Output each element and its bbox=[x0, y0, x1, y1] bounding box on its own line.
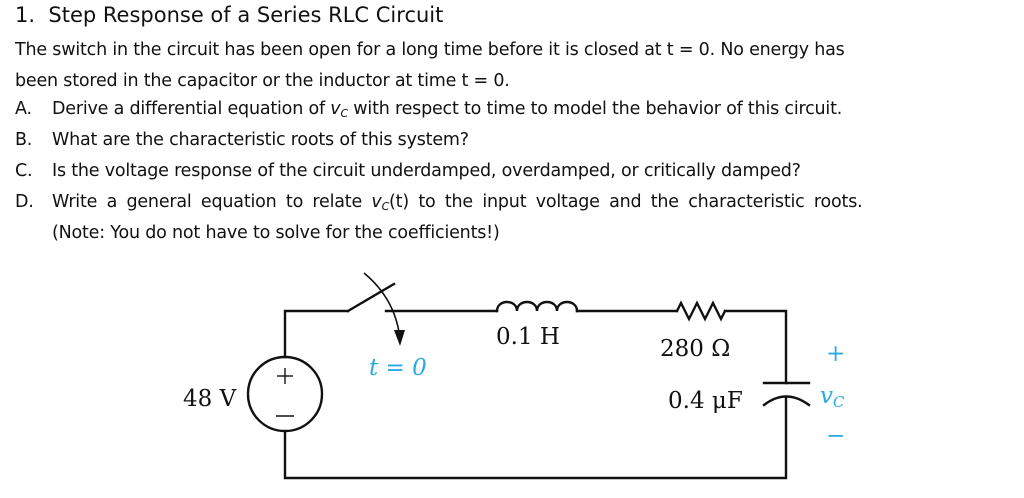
voltage-source-circle bbox=[246, 355, 324, 433]
question-text: Is the voltage response of the circuit u… bbox=[52, 161, 801, 181]
question-label: C. bbox=[15, 161, 33, 181]
question-label: A. bbox=[15, 99, 32, 119]
resistor-zigzag bbox=[675, 300, 727, 322]
wire-left-top bbox=[283, 309, 350, 359]
problem-title-text: Step Response of a Series RLC Circuit bbox=[48, 3, 444, 27]
vc-minus-label: − bbox=[826, 423, 845, 449]
vc-variable: v bbox=[330, 99, 341, 119]
switch-time-label: t = 0 bbox=[369, 355, 427, 381]
vc-label: vC bbox=[820, 383, 845, 411]
question-label: B. bbox=[15, 130, 33, 150]
intro-line-2: been stored in the capacitor or the indu… bbox=[15, 71, 510, 91]
inductor-label: 0.1 H bbox=[496, 324, 560, 350]
vc-plus-label: + bbox=[826, 341, 845, 367]
question-text: What are the characteristic roots of thi… bbox=[52, 130, 469, 150]
resistor-label: 280 Ω bbox=[660, 336, 730, 362]
vc-subscript: C bbox=[381, 200, 390, 213]
question-text-end: with respect to time to model the behavi… bbox=[347, 99, 843, 119]
switch-blade bbox=[346, 282, 396, 313]
problem-number: 1. bbox=[15, 3, 36, 27]
problem-title: 1. Step Response of a Series RLC Circuit bbox=[15, 2, 443, 28]
inductor-coil bbox=[495, 300, 579, 313]
problem-intro: The switch in the circuit has been open … bbox=[15, 35, 1015, 97]
question-text-end: (t) to the input voltage and the charact… bbox=[389, 192, 863, 212]
switch-arrow-arc bbox=[363, 272, 400, 333]
vc-subscript: C bbox=[340, 107, 348, 120]
question-text: Write a general equation to relate bbox=[52, 192, 372, 212]
capacitor-label: 0.4 μF bbox=[668, 388, 743, 414]
wire-bottom bbox=[283, 395, 788, 480]
wire-top-right bbox=[723, 309, 788, 385]
problem-text: 1. Step Response of a Series RLC Circuit… bbox=[15, 2, 1015, 243]
question-label: D. bbox=[15, 192, 34, 212]
intro-line-1: The switch in the circuit has been open … bbox=[15, 40, 845, 60]
source-label: 48 V bbox=[183, 386, 237, 412]
note-text: (Note: You do not have to solve for the … bbox=[52, 223, 500, 243]
vc-variable: v bbox=[371, 192, 382, 212]
question-text: Derive a differential equation of bbox=[52, 99, 331, 119]
switch-arrow-head-icon bbox=[394, 330, 405, 346]
